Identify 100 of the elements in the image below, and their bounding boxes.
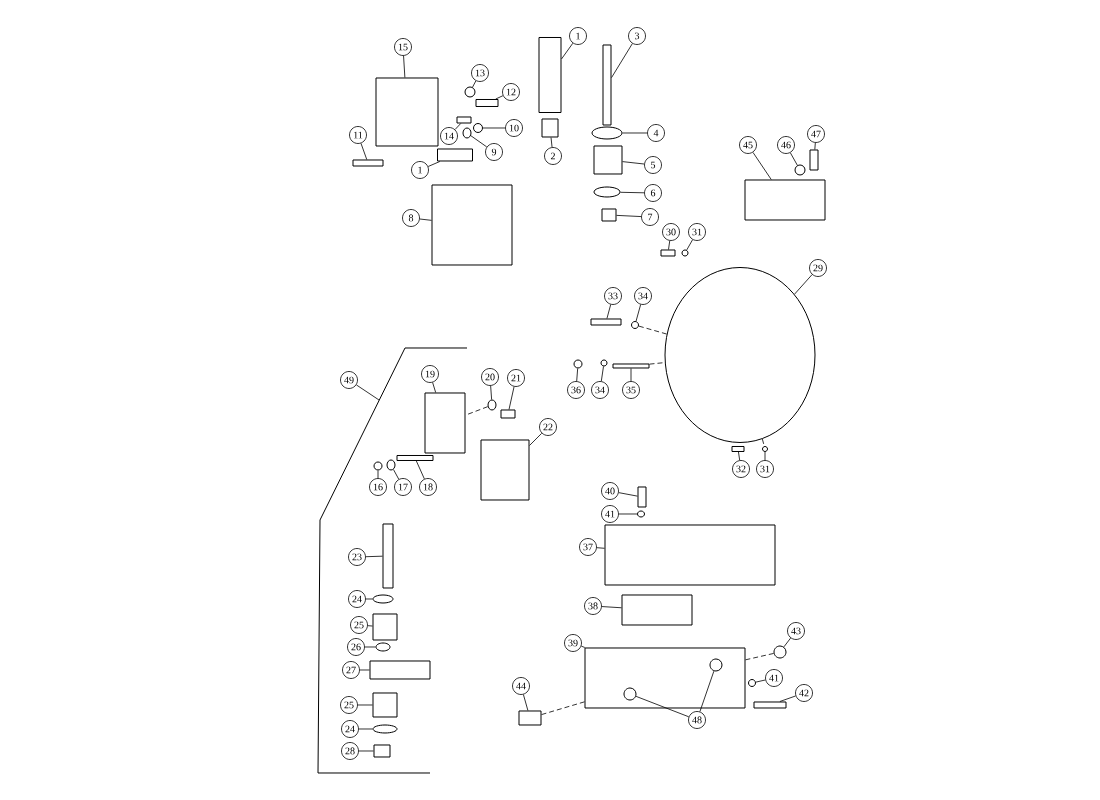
callout-number: 6 xyxy=(644,184,662,202)
stud-drawing xyxy=(352,159,384,167)
leader-line xyxy=(529,432,543,446)
pin-drawing xyxy=(437,148,473,162)
bolt-drawing xyxy=(500,409,516,419)
stud-drawing xyxy=(396,455,434,461)
leader-line xyxy=(550,137,553,148)
assembly-line xyxy=(541,701,585,715)
nut-drawing xyxy=(373,744,391,758)
leader-line xyxy=(393,469,400,480)
washer-drawing xyxy=(464,86,476,98)
engine-mount-drawing xyxy=(480,439,530,501)
leader-line xyxy=(490,385,492,400)
leader-line xyxy=(752,152,772,180)
nut-drawing xyxy=(600,359,608,367)
leader-line xyxy=(622,132,648,134)
nut-drawing xyxy=(681,249,689,257)
bushing-drawing xyxy=(372,613,398,641)
bolt-drawing xyxy=(382,523,394,589)
stud-drawing xyxy=(612,363,650,369)
washer-drawing xyxy=(386,459,396,471)
leader-line xyxy=(699,670,715,712)
leader-line xyxy=(789,152,798,166)
callout-number: 16 xyxy=(369,478,387,496)
leader-line xyxy=(764,451,766,461)
callout-number: 17 xyxy=(394,478,412,496)
callout-number: 32 xyxy=(732,460,750,478)
nut-drawing xyxy=(601,208,617,222)
leader-line xyxy=(365,598,373,600)
callout-number: 3 xyxy=(628,27,646,45)
leader-line xyxy=(755,679,766,683)
leader-line xyxy=(779,695,796,702)
leader-line xyxy=(472,80,477,88)
callout-number: 49 xyxy=(340,371,358,389)
leader-line xyxy=(470,135,488,148)
assembly-line xyxy=(761,438,765,447)
leader-line xyxy=(508,386,515,410)
callout-number: 31 xyxy=(756,460,774,478)
nut-drawing xyxy=(748,679,756,687)
bushing-drawing xyxy=(593,145,623,175)
exhaust-manifold-drawing xyxy=(584,647,746,709)
callout-number: 15 xyxy=(394,38,412,56)
bracket-drawing xyxy=(375,77,439,147)
leader-line xyxy=(596,547,605,549)
plug-drawing xyxy=(773,645,787,659)
leader-line xyxy=(622,161,645,165)
bracket-drawing xyxy=(424,392,466,454)
leader-line xyxy=(576,368,579,382)
leader-line xyxy=(600,366,604,382)
leader-line xyxy=(794,274,813,295)
nut-drawing xyxy=(762,446,768,452)
bolt-drawing xyxy=(456,116,472,124)
callout-number: 21 xyxy=(507,369,525,387)
callout-number: 13 xyxy=(471,64,489,82)
leader-line xyxy=(454,123,462,130)
bushing-drawing xyxy=(372,692,398,718)
callout-number: 14 xyxy=(440,127,458,145)
callout-number: 48 xyxy=(688,711,706,729)
leader-line xyxy=(377,470,379,479)
callout-number: 7 xyxy=(641,208,659,226)
engine-mount-drawing xyxy=(431,184,513,266)
leader-line xyxy=(358,728,373,730)
exhaust-elbow-drawing xyxy=(604,524,776,586)
callout-number: 43 xyxy=(787,622,805,640)
washer-drawing xyxy=(487,399,497,411)
washer-drawing xyxy=(593,186,621,198)
callout-number: 12 xyxy=(502,83,520,101)
callout-number: 27 xyxy=(342,661,360,679)
callout-number: 22 xyxy=(539,418,557,436)
bolt-drawing xyxy=(590,318,622,326)
port-drawing xyxy=(709,658,723,672)
plate-drawing xyxy=(369,660,431,680)
nut-drawing xyxy=(573,359,583,369)
leader-line xyxy=(618,513,638,515)
bolt-drawing xyxy=(660,249,676,257)
washer-drawing xyxy=(462,127,472,139)
callout-number: 40 xyxy=(601,482,619,500)
bolt-drawing xyxy=(731,446,745,452)
washer-drawing xyxy=(591,126,623,140)
leader-line xyxy=(616,214,642,217)
callout-number: 9 xyxy=(485,143,503,161)
callout-number: 1 xyxy=(411,161,429,179)
callout-number: 34 xyxy=(591,381,609,399)
callout-number: 42 xyxy=(795,684,813,702)
callout-number: 23 xyxy=(348,548,366,566)
assembly-line xyxy=(465,406,489,416)
leader-line xyxy=(635,695,690,718)
leader-line xyxy=(357,704,373,706)
bolt-drawing xyxy=(809,149,819,171)
leader-line xyxy=(360,143,368,160)
washer-drawing xyxy=(372,724,398,734)
fitting-drawing xyxy=(518,710,542,726)
leader-line xyxy=(358,750,374,752)
callout-number: 46 xyxy=(777,136,795,154)
callout-number: 41 xyxy=(765,669,783,687)
callout-number: 34 xyxy=(634,287,652,305)
stud-drawing xyxy=(602,44,612,126)
callout-number: 45 xyxy=(739,136,757,154)
callout-number: 30 xyxy=(662,223,680,241)
leader-line xyxy=(635,304,642,322)
